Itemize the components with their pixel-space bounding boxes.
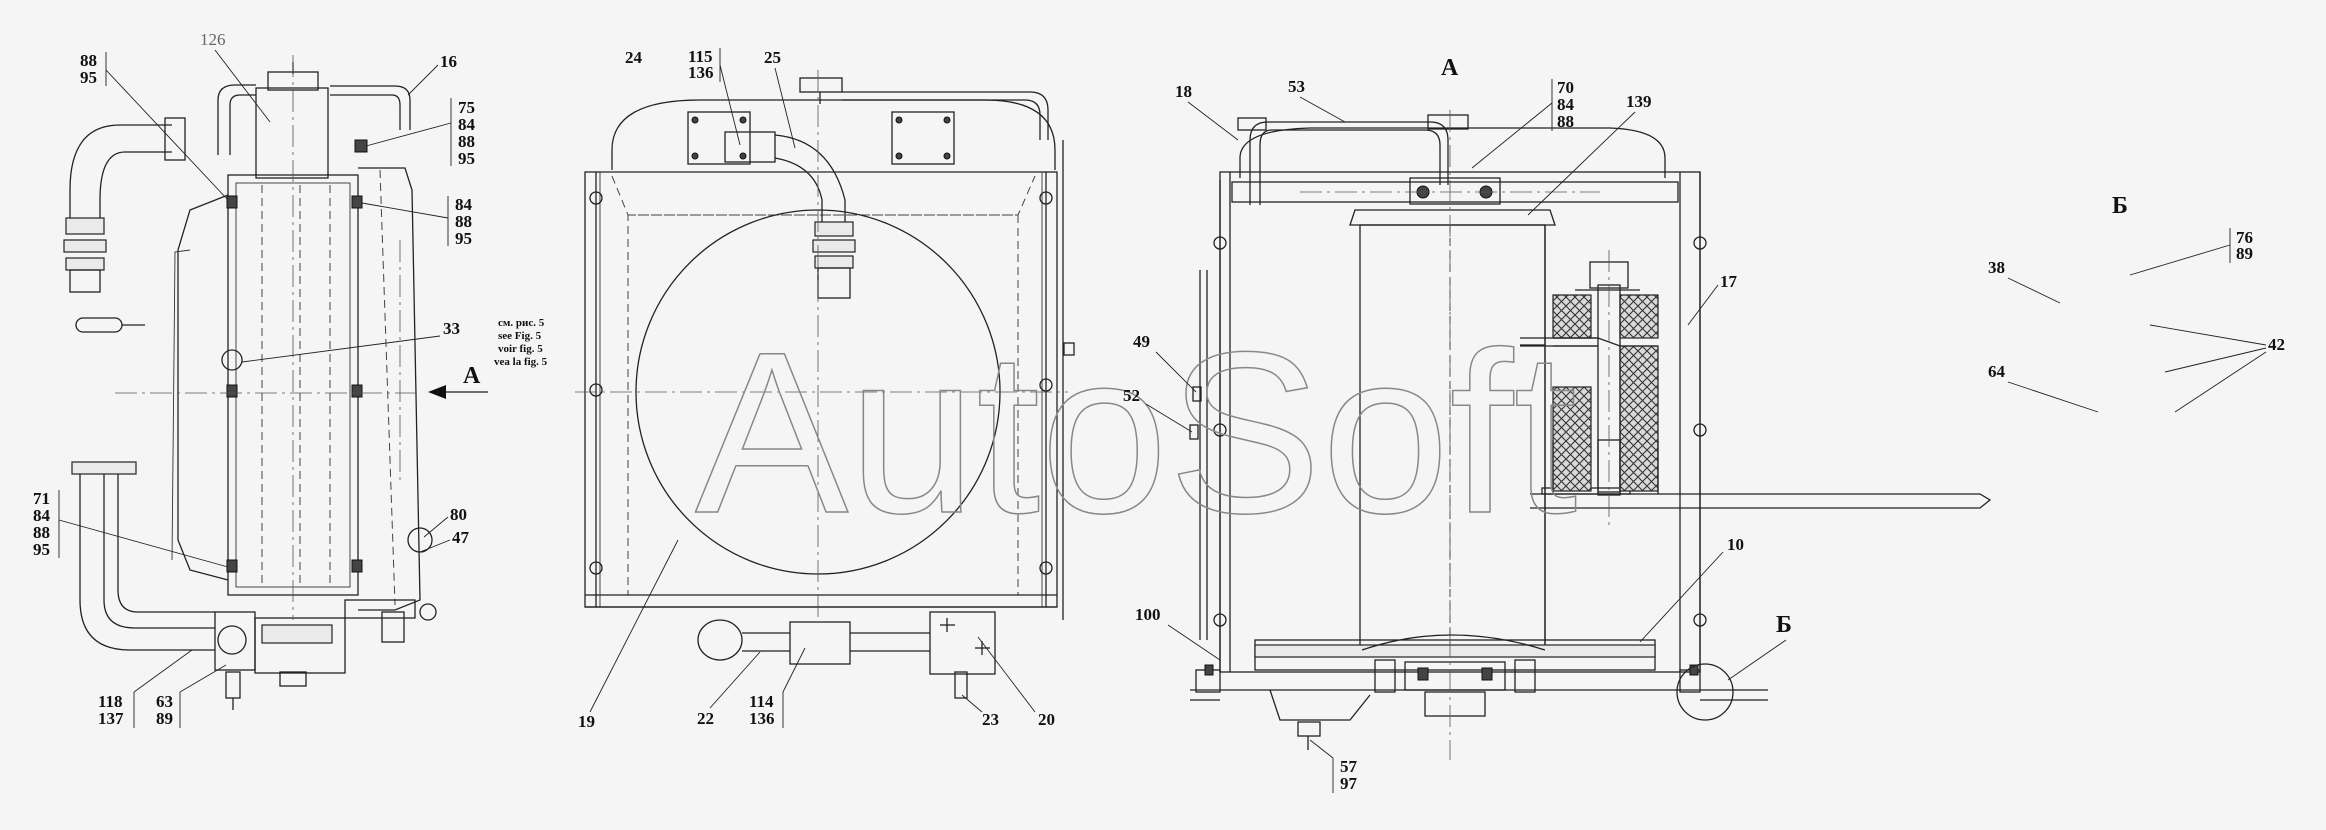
callout-49: 49 (1133, 332, 1150, 351)
callout-52: 52 (1123, 386, 1140, 405)
callouts-view-a: 18 53 70 84 88 139 17 49 52 10 100 57 97 (1123, 77, 1787, 793)
detail-label-b: Б (2112, 193, 2128, 219)
callout-47: 47 (452, 528, 470, 547)
callout-95c: 95 (33, 540, 50, 559)
callout-137: 137 (98, 709, 124, 728)
callout-75: 75 (458, 98, 475, 117)
callout-19: 19 (578, 712, 595, 731)
callout-71: 71 (33, 489, 50, 508)
callout-88d: 88 (1557, 112, 1574, 131)
callout-70: 70 (1557, 78, 1574, 97)
callout-114: 114 (749, 692, 774, 711)
callout-97: 97 (1340, 774, 1358, 793)
callout-25: 25 (764, 48, 781, 67)
callout-118: 118 (98, 692, 123, 711)
detail-b (1520, 250, 1992, 530)
callout-95b: 95 (455, 229, 472, 248)
side-view (63, 55, 488, 710)
note-en: see Fig. 5 (498, 330, 542, 342)
callout-80: 80 (450, 505, 467, 524)
note-fr: voir fig. 5 (498, 343, 543, 355)
callout-16: 16 (440, 52, 457, 71)
callout-76: 76 (2236, 228, 2253, 247)
callout-136a: 136 (688, 63, 714, 82)
view-label-a: А (1441, 55, 1459, 81)
callout-18: 18 (1175, 82, 1192, 101)
callout-42: 42 (2268, 335, 2285, 354)
callout-33: 33 (443, 319, 460, 338)
callout-88c: 88 (33, 523, 50, 542)
callout-84c: 84 (33, 506, 51, 525)
callout-95a: 95 (458, 149, 475, 168)
callout-53: 53 (1288, 77, 1305, 96)
callout-136b: 136 (749, 709, 775, 728)
callout-24: 24 (625, 48, 643, 67)
note-ru: см. рис. 5 (498, 317, 545, 329)
callout-17: 17 (1720, 272, 1738, 291)
callout-57: 57 (1340, 757, 1358, 776)
note-es: vea la fig. 5 (494, 356, 548, 368)
callouts-detail-b: 76 89 38 42 64 (1988, 228, 2285, 413)
callout-84b: 84 (455, 195, 473, 214)
callout-84a: 84 (458, 115, 476, 134)
callout-126: 126 (200, 30, 226, 49)
callout-88a: 88 (458, 132, 475, 151)
front-view (575, 70, 1075, 699)
callout-115: 115 (688, 47, 713, 66)
arrow-label-a: А (463, 363, 481, 389)
callout-38: 38 (1988, 258, 2005, 277)
callouts-side-view: 88 95 126 16 75 84 88 95 84 88 95 33 71 … (33, 30, 476, 728)
callout-88b: 88 (455, 212, 472, 231)
view-a (1189, 110, 1768, 760)
callout-88: 88 (80, 51, 97, 70)
callout-10: 10 (1727, 535, 1744, 554)
callout-89a: 89 (156, 709, 173, 728)
callout-23: 23 (982, 710, 999, 729)
callout-20: 20 (1038, 710, 1055, 729)
callouts-front-view: 24 115 136 25 19 22 114 136 23 20 (578, 47, 1055, 731)
callout-100: 100 (1135, 605, 1161, 624)
watermark: AutoSoft (695, 304, 1577, 561)
callout-139: 139 (1626, 92, 1652, 111)
circle-label-b: Б (1776, 612, 1792, 638)
callout-63: 63 (156, 692, 173, 711)
callout-84d: 84 (1557, 95, 1575, 114)
callout-95: 95 (80, 68, 97, 87)
callout-89b: 89 (2236, 244, 2253, 263)
callout-22: 22 (697, 709, 714, 728)
callout-64: 64 (1988, 362, 2006, 381)
